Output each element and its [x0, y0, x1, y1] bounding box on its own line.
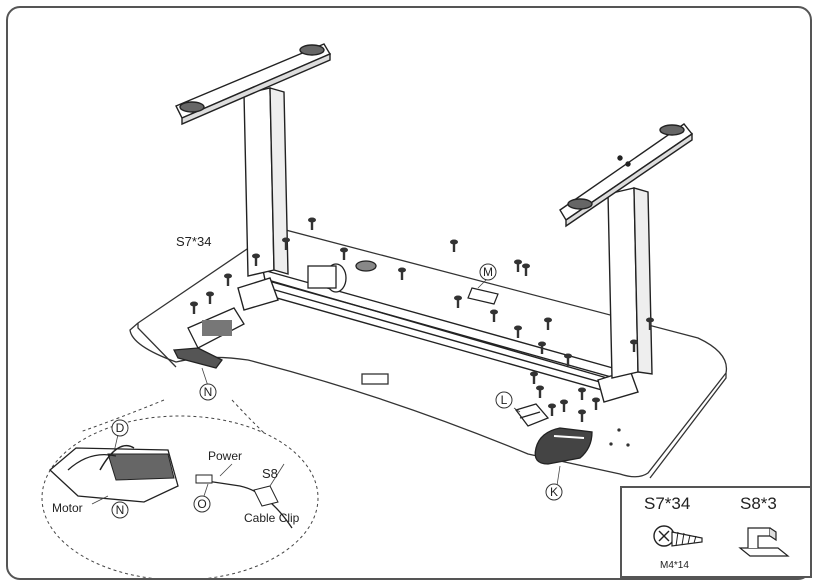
hand-controller — [534, 427, 593, 465]
power-label: Power — [208, 449, 242, 463]
svg-text:L: L — [501, 393, 508, 407]
mounting-plate — [467, 287, 499, 305]
cable-clip-icon — [738, 527, 790, 557]
legend-screw-title: S7*34 — [644, 494, 691, 513]
callout-K: K — [545, 483, 563, 501]
screw-count-label: S7*34 — [176, 234, 211, 249]
desktop-board — [129, 227, 728, 479]
screw-icon — [653, 525, 703, 547]
control-box — [172, 307, 245, 369]
diagram-frame: S7*34 Motor Power S8 Cable Clip M N N D … — [6, 6, 812, 580]
motor — [307, 260, 377, 293]
assembly-illustration: S7*34 Motor Power S8 Cable Clip M N N D … — [41, 43, 728, 578]
svg-text:D: D — [116, 421, 125, 435]
callout-N-detail: N — [111, 501, 129, 519]
bracket-L — [514, 403, 550, 427]
legend-clip-title: S8*3 — [740, 494, 777, 513]
callout-M: M — [479, 263, 497, 281]
legend-screw-spec: M4*14 — [660, 560, 689, 571]
cable-clip-code-label: S8 — [262, 466, 278, 481]
svg-text:M: M — [483, 265, 493, 279]
left-leg — [175, 43, 332, 277]
callout-N: N — [199, 383, 217, 401]
svg-text:O: O — [197, 497, 206, 511]
motor-label: Motor — [52, 501, 83, 515]
callout-L: L — [495, 391, 513, 409]
svg-text:K: K — [550, 485, 558, 499]
parts-legend: S7*34 S8*3 M4*14 — [620, 486, 812, 578]
svg-text:N: N — [204, 385, 213, 399]
callout-O: O — [193, 495, 211, 513]
frame-beam — [237, 269, 639, 403]
detail-callout — [41, 399, 319, 578]
right-leg — [559, 123, 694, 379]
cable-clip-label: Cable Clip — [244, 511, 300, 525]
callout-D: D — [111, 419, 129, 437]
svg-text:N: N — [116, 503, 125, 517]
